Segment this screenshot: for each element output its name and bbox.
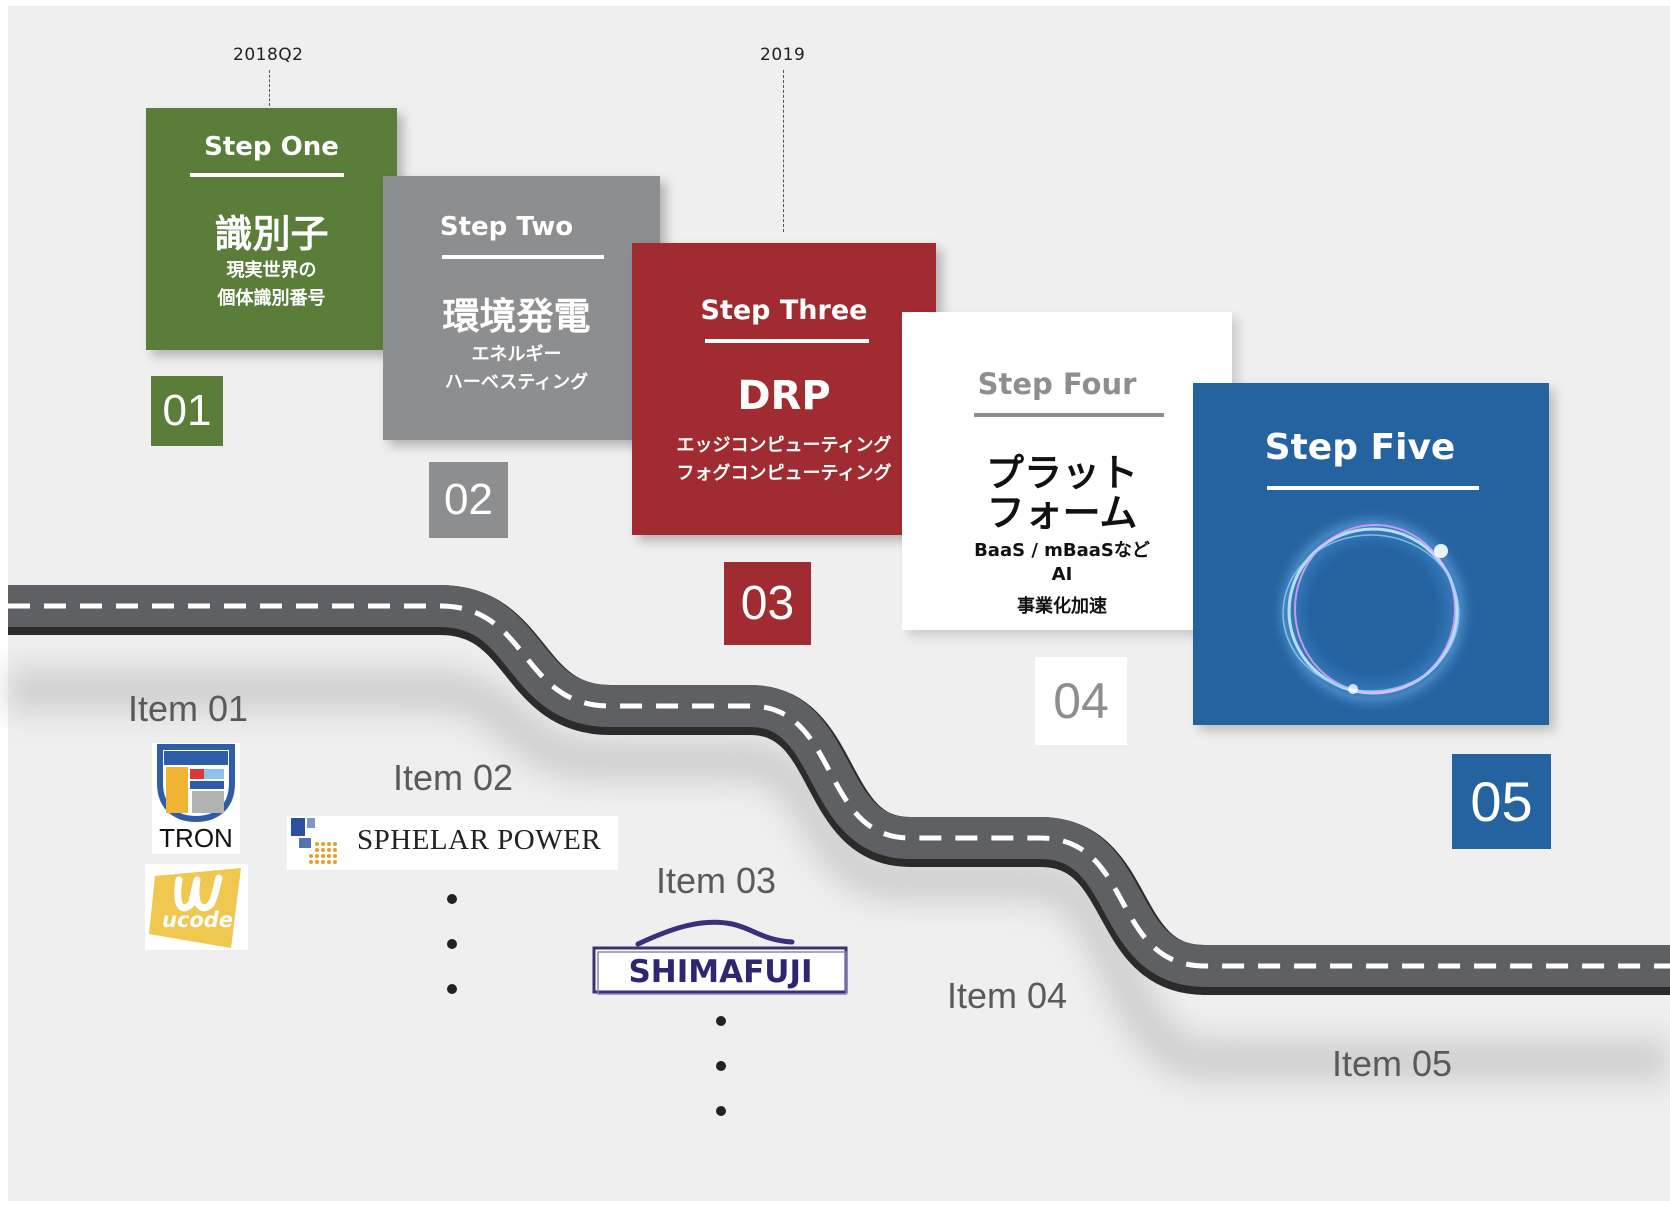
title-underline [1267,486,1479,490]
ellipsis-dot [716,1106,726,1116]
ellipsis-dot [447,984,457,994]
shimafuji-logo-text: SHIMAFUJI [628,954,813,990]
road-shadow [8,667,1670,1083]
tron-emblem-icon [157,744,235,823]
step-two-card: Step Two 環境発電 エネルギー ハーベスティング [383,176,660,440]
timeline-marker-2018q2: 2018Q2 [233,45,304,65]
step-three-card: Step Three DRP エッジコンピューティング フォグコンピューティング [632,243,936,535]
step-heading-line: プラット [985,451,1138,495]
step-description-line: BaaS / mBaaSなど [974,540,1150,561]
step-description-line: 現実世界の [226,260,317,281]
ucode-logo-text: ucode [161,908,234,932]
title-underline [974,413,1164,417]
step-description-line: エネルギー [471,344,562,365]
step-heading: 識別子 [214,212,329,256]
sphelar-dots-icon [291,818,337,864]
item-label: Item 04 [947,975,1068,1016]
item-label: Item 01 [128,688,249,729]
step-title: Step Five [1264,427,1456,468]
shimafuji-logo: SHIMAFUJI [592,918,849,996]
ellipsis-dot [447,939,457,949]
step-description-line: ハーベスティング [444,372,589,393]
step-description-line: フォグコンピューティング [676,463,892,484]
timeline-dashed-line [783,70,784,232]
road-lane-marking [8,603,1670,969]
shimafuji-emblem-icon [592,919,848,995]
step-description-line: 事業化加速 [1017,596,1107,617]
step-heading-line: フォーム [986,491,1138,535]
step-number-badge: 02 [429,462,508,538]
step-title: Step One [204,132,339,162]
timeline-dashed-line [269,70,270,106]
step-description-line: エッジコンピューティング [676,435,892,456]
step-title: Step Four [977,367,1137,401]
tron-logo: TRON [152,743,240,854]
sphelar-logo-text: SPHELAR POWER [357,824,602,856]
ellipsis-dot [716,1061,726,1071]
title-underline [705,339,869,343]
title-underline [442,255,604,259]
ucode-logo: ucode [145,864,248,950]
step-one-card: Step One 識別子 現実世界の 個体識別番号 [146,108,397,350]
step-number-badge: 04 [1035,657,1127,745]
step-heading: DRP [737,373,831,419]
tron-logo-text: TRON [159,823,233,853]
ellipsis-dot [716,1016,726,1026]
step-heading: 環境発電 [442,295,591,338]
step-number-badge: 05 [1452,754,1551,849]
item-label: Item 05 [1332,1043,1453,1084]
item-label: Item 02 [393,757,514,798]
sphelar-power-logo: SPHELAR POWER [287,816,618,870]
glowing-ring-icon [1269,507,1477,715]
step-four-card: Step Four プラット フォーム BaaS / mBaaSなど AI 事業… [902,312,1232,630]
step-number-badge: 01 [151,376,223,446]
step-title: Step Two [439,212,574,242]
step-title: Step Three [700,295,868,326]
timeline-marker-2019: 2019 [760,45,806,65]
ellipsis-dot [447,894,457,904]
step-number-badge: 03 [724,562,811,645]
step-description-line: 個体識別番号 [217,288,326,309]
item-label: Item 03 [656,860,777,901]
title-underline [190,173,344,177]
step-description-line: AI [1051,564,1073,585]
step-five-card: Step Five [1193,383,1549,725]
ucode-emblem-icon [149,868,241,948]
